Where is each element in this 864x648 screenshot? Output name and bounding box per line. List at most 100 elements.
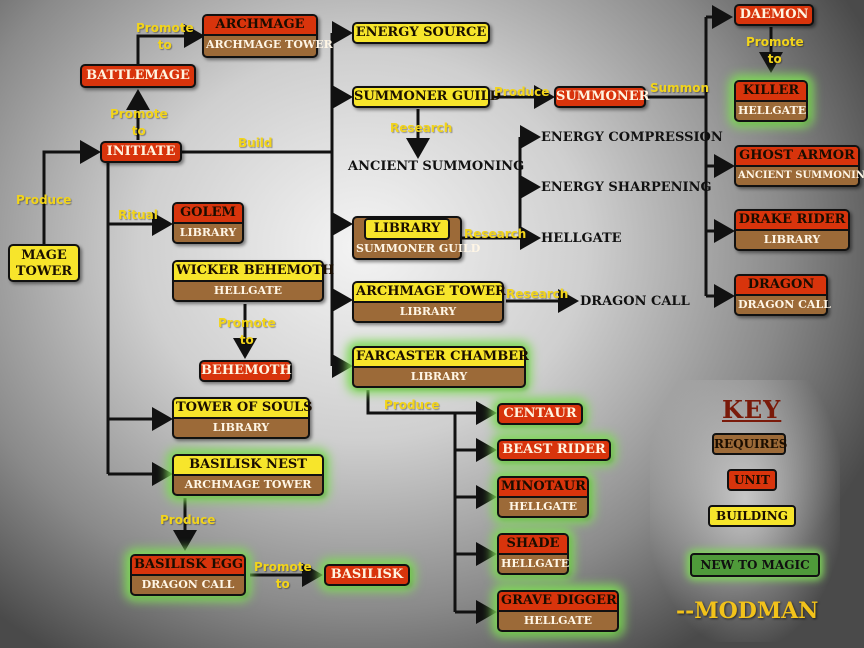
node-wicker-behemoth-title: WICKER BEHEMOTH	[174, 262, 334, 282]
node-killer: KILLER HELLGATE	[734, 80, 808, 122]
node-archmage: ARCHMAGE ARCHMAGE TOWER	[202, 14, 333, 58]
label-promote-basilisk-line2: to	[275, 577, 290, 591]
research-dragon-call: DRAGON CALL	[580, 294, 690, 309]
label-promote-behemoth-line2: to	[239, 333, 254, 347]
node-summoner-guild-title: SUMMONER GUILD	[354, 89, 501, 104]
label-promote-behemoth: Promote to	[218, 315, 276, 349]
label-promote-battlemage-line1: Promote	[110, 107, 168, 121]
label-build: Build	[238, 136, 273, 150]
node-archmage-req: ARCHMAGE TOWER	[206, 38, 333, 51]
node-killer-title: KILLER	[736, 82, 806, 102]
node-ghost-armor-req: ANCIENT SUMMONING	[738, 170, 864, 181]
node-library: LIBRARY SUMMONER GUILD	[352, 216, 481, 260]
label-produce-summoner: Produce	[494, 85, 550, 99]
node-beast-rider-title: BEAST RIDER	[502, 442, 606, 457]
node-golem-title: GOLEM	[174, 204, 242, 224]
node-summoner-guild: SUMMONER GUILD	[352, 86, 501, 108]
node-basilisk: BASILISK	[324, 564, 410, 586]
node-mage-tower: MAGE TOWER	[8, 244, 80, 282]
node-dragon-title: DRAGON	[736, 276, 826, 296]
node-daemon-title: DAEMON	[739, 7, 809, 22]
legend-new-to-magic: NEW TO MAGIC	[690, 553, 820, 577]
label-promote-killer: Promote to	[746, 34, 804, 68]
node-archmage-tower-title: ARCHMAGE TOWER	[354, 283, 506, 303]
node-drake-rider: DRAKE RIDER LIBRARY	[734, 209, 850, 251]
node-farcaster-chamber: FARCASTER CHAMBER LIBRARY	[352, 346, 529, 388]
node-energy-source: ENERGY SOURCE	[352, 22, 490, 44]
legend-requires: REQUIRES	[712, 433, 787, 455]
node-basilisk-egg-title: BASILISK EGG	[132, 556, 244, 576]
node-drake-rider-req: LIBRARY	[763, 233, 821, 246]
node-archmage-tower-req: LIBRARY	[399, 305, 457, 318]
node-basilisk-egg-req: DRAGON CALL	[141, 578, 235, 591]
node-shade-req: HELLGATE	[501, 557, 570, 570]
label-promote-behemoth-line1: Promote	[218, 316, 276, 330]
node-minotaur-title: MINOTAUR	[499, 478, 587, 498]
node-grave-digger-title: GRAVE DIGGER	[499, 592, 617, 612]
node-ghost-armor: GHOST ARMOR ANCIENT SUMMONING	[734, 145, 864, 187]
node-summoner-title: SUMMONER	[556, 89, 650, 104]
node-library-req: SUMMONER GUILD	[356, 242, 481, 255]
node-ghost-armor-title: GHOST ARMOR	[736, 147, 858, 167]
node-archmage-tower: ARCHMAGE TOWER LIBRARY	[352, 281, 506, 323]
node-battlemage: BATTLEMAGE	[80, 64, 196, 88]
node-tower-of-souls-title: TOWER OF SOULS	[174, 399, 313, 419]
node-basilisk-egg: BASILISK EGG DRAGON CALL	[130, 554, 246, 596]
label-produce-mage: Produce	[16, 193, 72, 207]
node-basilisk-nest-title: BASILISK NEST	[174, 456, 322, 476]
node-archmage-title: ARCHMAGE	[204, 16, 316, 36]
node-wicker-behemoth: WICKER BEHEMOTH HELLGATE	[172, 260, 334, 302]
node-grave-digger: GRAVE DIGGER HELLGATE	[497, 590, 619, 632]
label-promote-battlemage-line2: to	[131, 124, 146, 138]
label-promote-basilisk-line1: Promote	[254, 560, 312, 574]
node-dragon-req: DRAGON CALL	[738, 298, 831, 311]
label-promote-archmage-line2: to	[157, 38, 172, 52]
signature: --MODMAN	[676, 598, 819, 624]
node-farcaster-chamber-title: FARCASTER CHAMBER	[354, 348, 529, 368]
node-shade-title: SHADE	[499, 535, 567, 555]
label-promote-killer-line1: Promote	[746, 35, 804, 49]
node-daemon: DAEMON	[734, 4, 814, 26]
node-summoner: SUMMONER	[554, 86, 650, 108]
node-behemoth: BEHEMOTH	[199, 360, 292, 382]
node-centaur: CENTAUR	[497, 403, 583, 425]
node-initiate-title: INITIATE	[106, 144, 176, 159]
node-dragon: DRAGON DRAGON CALL	[734, 274, 831, 316]
legend-unit: UNIT	[727, 469, 777, 491]
node-farcaster-chamber-req: LIBRARY	[410, 370, 468, 383]
label-produce-farcaster: Produce	[384, 398, 440, 412]
research-ancient-summoning: ANCIENT SUMMONING	[348, 159, 525, 174]
node-beast-rider: BEAST RIDER	[497, 439, 611, 461]
node-battlemage-title: BATTLEMAGE	[86, 68, 190, 83]
node-centaur-title: CENTAUR	[503, 406, 577, 421]
label-research-library: Research	[464, 227, 527, 241]
node-drake-rider-title: DRAKE RIDER	[736, 211, 848, 231]
label-promote-archmage-line1: Promote	[136, 21, 194, 35]
label-produce-basilisk: Produce	[160, 513, 216, 527]
label-promote-archmage: Promote to	[136, 20, 194, 54]
node-golem-req: LIBRARY	[179, 226, 237, 239]
label-summon: Summon	[650, 81, 709, 95]
label-promote-basilisk: Promote to	[254, 559, 312, 593]
node-initiate: INITIATE	[100, 141, 182, 163]
node-basilisk-nest-req: ARCHMAGE TOWER	[184, 478, 312, 491]
node-shade: SHADE HELLGATE	[497, 533, 569, 575]
node-basilisk-nest: BASILISK NEST ARCHMAGE TOWER	[172, 454, 324, 496]
node-minotaur: MINOTAUR HELLGATE	[497, 476, 589, 518]
node-basilisk-title: BASILISK	[330, 567, 404, 582]
node-killer-req: HELLGATE	[738, 104, 807, 117]
label-research-archmage: Research	[506, 287, 569, 301]
node-grave-digger-req: HELLGATE	[523, 614, 593, 627]
label-promote-killer-line2: to	[767, 52, 782, 66]
research-energy-sharpening: ENERGY SHARPENING	[541, 180, 712, 195]
label-research-ancient: Research	[390, 121, 453, 135]
node-library-title: LIBRARY	[364, 218, 450, 240]
label-ritual: Ritual	[118, 208, 158, 222]
research-energy-compression: ENERGY COMPRESSION	[541, 130, 723, 145]
node-energy-source-title: ENERGY SOURCE	[355, 25, 487, 40]
node-wicker-behemoth-req: HELLGATE	[213, 284, 283, 297]
node-behemoth-title: BEHEMOTH	[201, 363, 292, 378]
research-hellgate: HELLGATE	[541, 231, 622, 246]
legend-title: KEY	[722, 395, 782, 424]
